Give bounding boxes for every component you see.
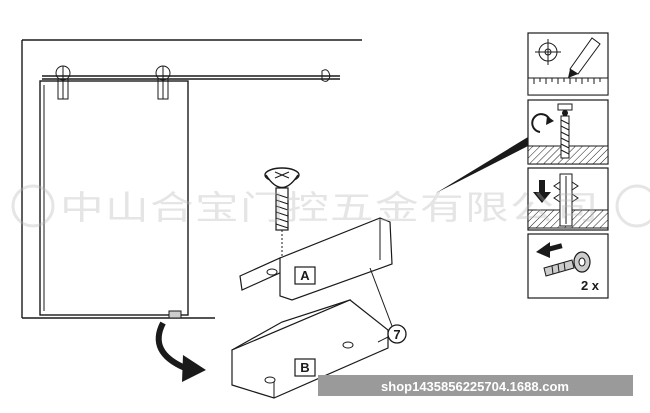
step-panel-2 <box>527 99 609 165</box>
watermark-text: 中山合宝门控五金有限公司 <box>60 188 600 227</box>
down-arrow-icon <box>533 180 551 203</box>
left-arrow-icon <box>536 242 563 258</box>
floor-guide-part-b <box>231 299 389 399</box>
label-part-b: B <box>294 358 316 377</box>
sliding-rail <box>42 69 340 82</box>
step-panel-4: 2 x <box>527 233 609 299</box>
bolt-icon <box>543 251 591 277</box>
quantity-text: 2 x <box>581 278 600 293</box>
company-watermark: 中山合宝门控五金有限公司 <box>11 184 650 228</box>
screw-icon <box>264 167 300 272</box>
step-panel-1 <box>527 32 609 96</box>
wall-outline <box>21 39 362 319</box>
drill-bit-icon <box>557 103 573 159</box>
drill-mark-icon <box>535 37 601 78</box>
wall-plug-icon <box>553 173 579 227</box>
roller-left <box>55 65 71 100</box>
part-number-text: 7 <box>393 327 400 342</box>
curved-arrow-icon <box>155 321 206 382</box>
floor-guide-part-a <box>239 217 393 301</box>
step-pointer <box>436 137 528 193</box>
floor-guide-marker <box>168 310 182 319</box>
label-part-a-text: A <box>300 268 310 283</box>
shop-url-text: shop1435856225704.1688.com <box>381 379 569 394</box>
rotation-arrow-icon <box>531 113 554 133</box>
shop-url-bar: shop1435856225704.1688.com <box>318 375 633 396</box>
glass-door <box>39 80 189 316</box>
label-part-a: A <box>294 266 316 285</box>
label-part-b-text: B <box>300 360 309 375</box>
step-panel-3 <box>527 167 609 231</box>
part-number-callout: 7 <box>369 267 407 344</box>
roller-right <box>155 65 171 100</box>
ruler-icon <box>527 77 609 96</box>
